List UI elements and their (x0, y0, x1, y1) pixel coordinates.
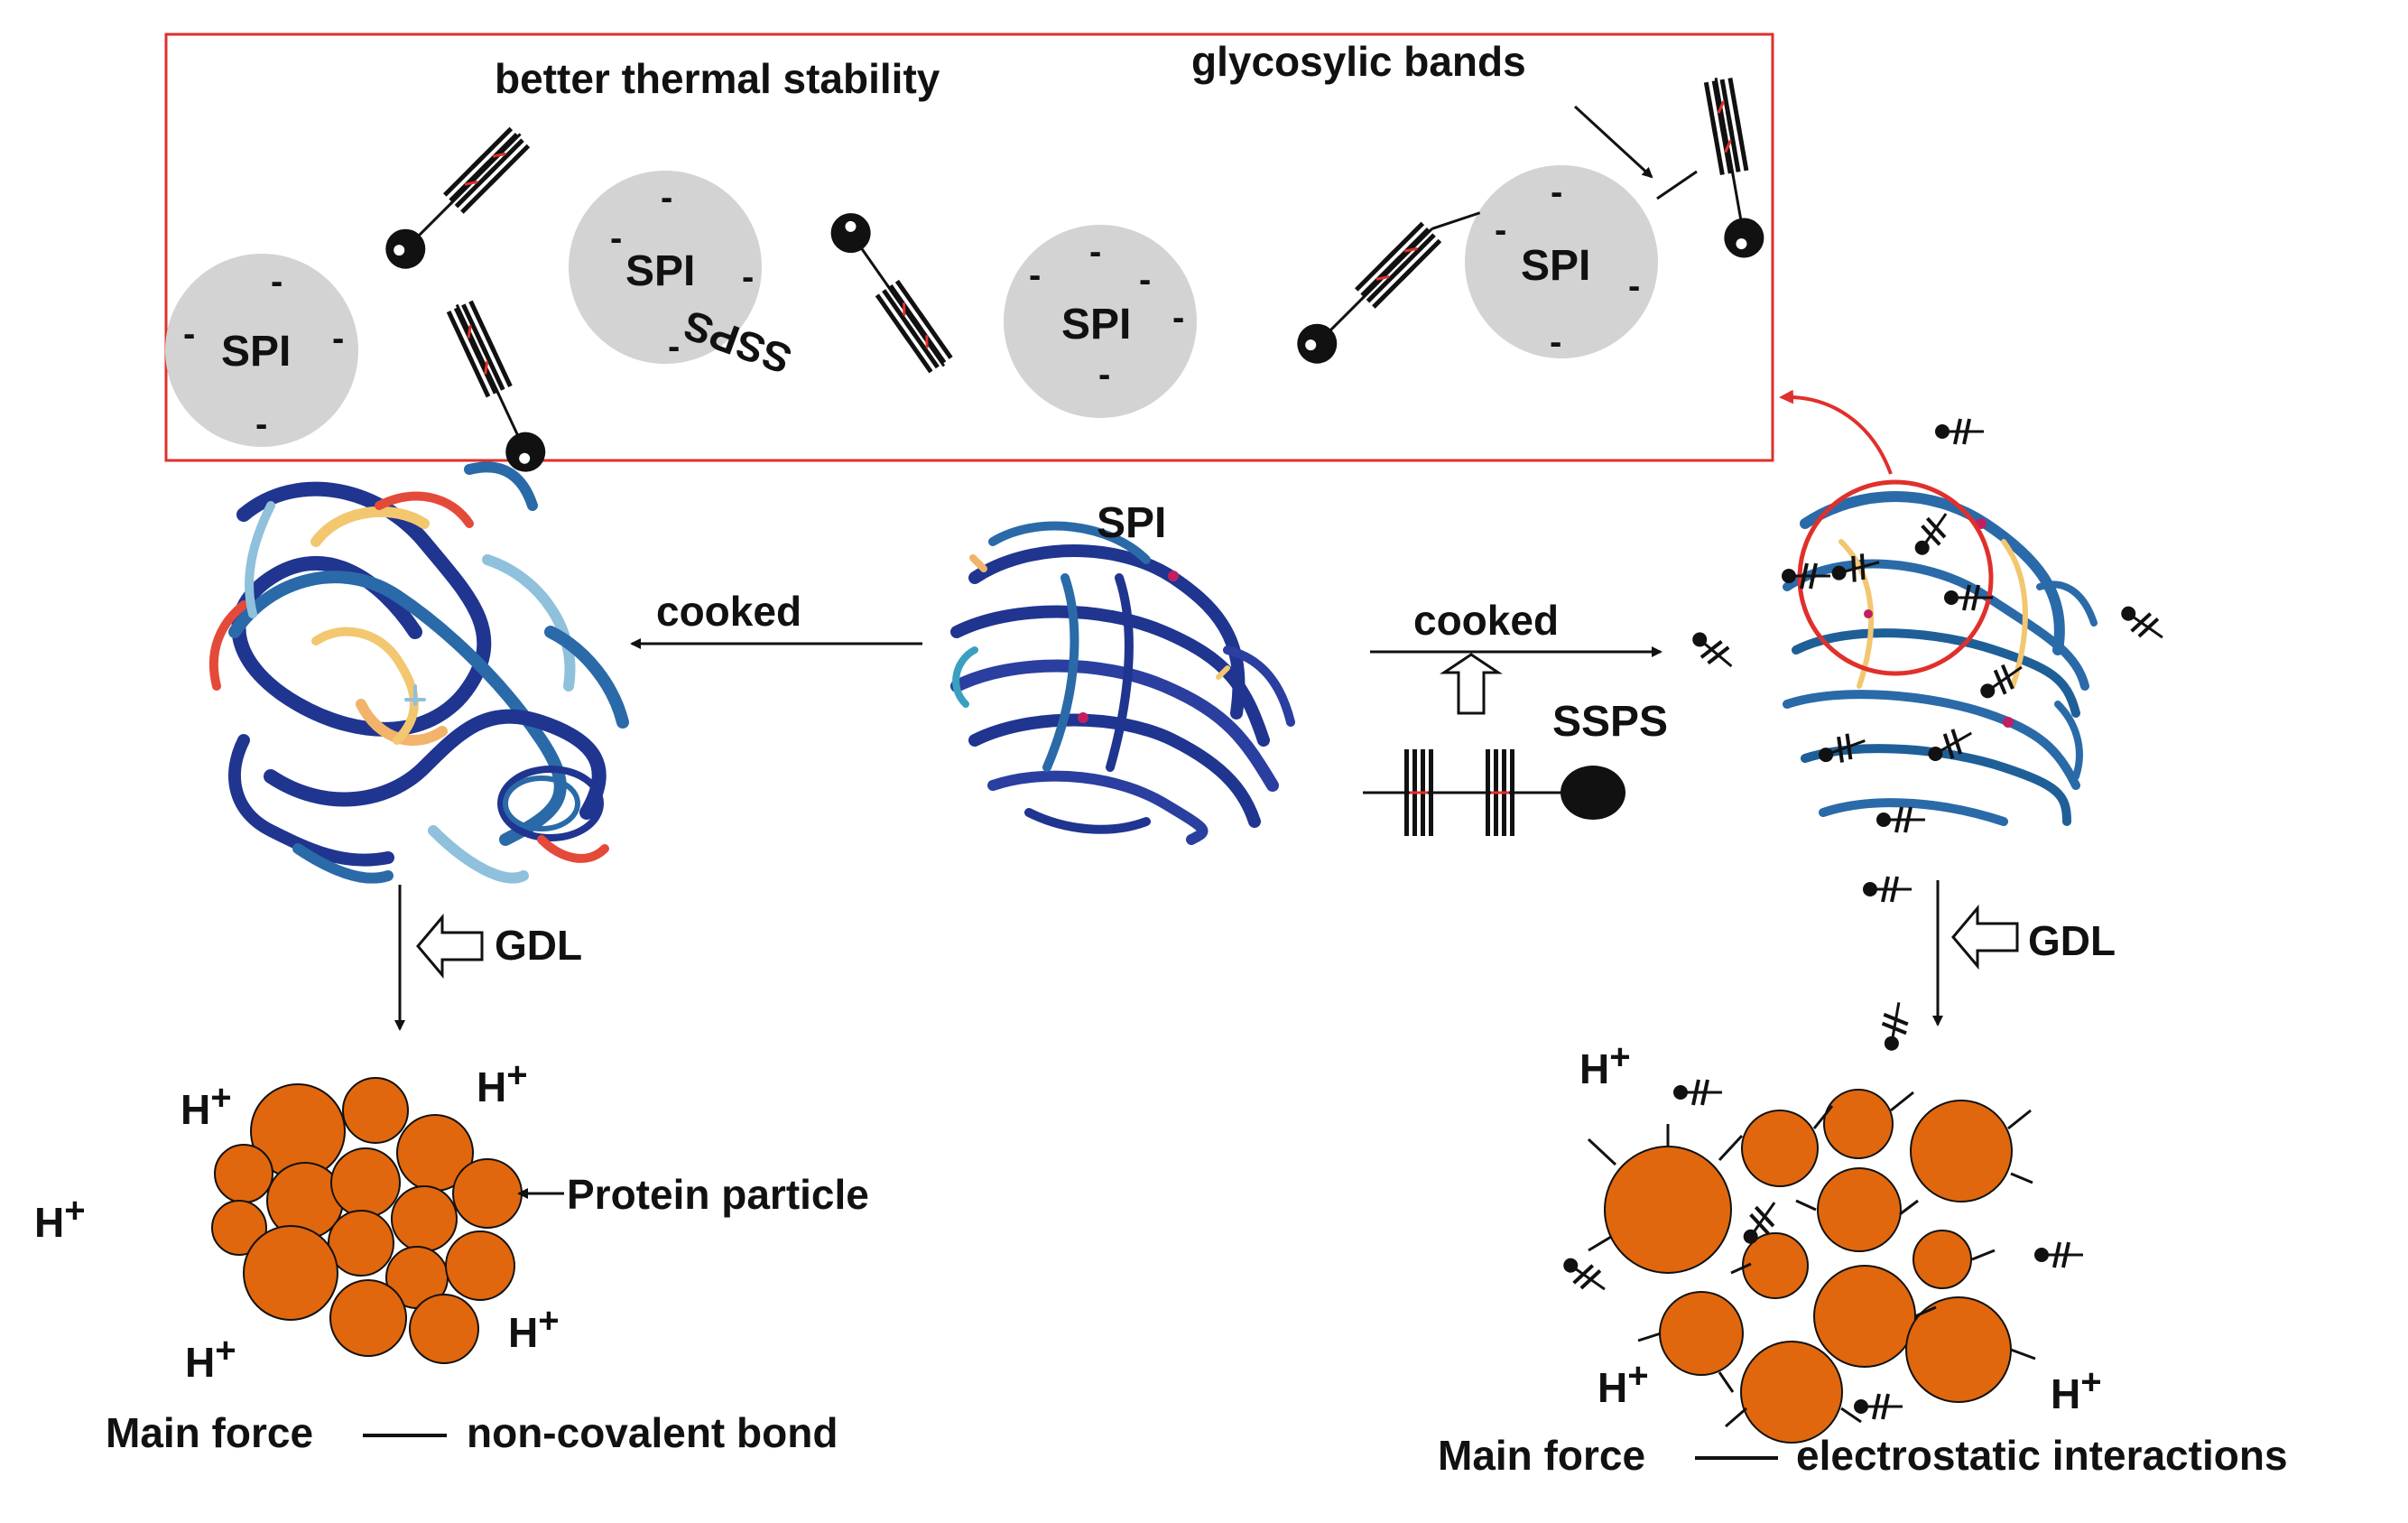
left-force-value: non-covalent bond (467, 1409, 838, 1456)
left-gdl-hollow-arrow (416, 913, 484, 980)
ssps-molecule (1875, 805, 1927, 834)
ssps-chain (1297, 211, 1481, 364)
svg-text:SPI: SPI (221, 328, 291, 376)
ssps-spi-aggregate (1783, 491, 2098, 826)
ssps-molecule (1684, 623, 1742, 678)
cooked-left-label: cooked (656, 588, 801, 635)
right-force-value: electrostatic interactions (1796, 1432, 2288, 1479)
top-panel-frame (164, 33, 1774, 462)
svg-text:-: - (742, 257, 754, 297)
svg-text:H+: H+ (1579, 1037, 1631, 1092)
glycosylic-bands-label: glycosylic bands (1191, 38, 1526, 85)
ssps-molecule (1852, 1392, 1904, 1421)
right-gdl-hollow-arrow (1951, 904, 2019, 970)
protein-particle-label: Protein particle (567, 1171, 869, 1218)
svg-text:H+: H+ (185, 1331, 236, 1386)
cooked-spi-protein (208, 461, 629, 884)
right-proton: H+ (1579, 1037, 1631, 1092)
ssps-molecule (2033, 1240, 2085, 1269)
spi-sphere: SPI - - - - (1465, 165, 1658, 362)
ssps-chain (830, 213, 956, 377)
svg-text:-: - (1029, 255, 1041, 295)
right-proton: H+ (2051, 1362, 2102, 1417)
right-proton: H+ (1598, 1356, 1649, 1411)
right-main-force-label: Main force (1438, 1432, 1645, 1479)
ssps-structure (1363, 749, 1625, 836)
cooked-right-label: cooked (1413, 597, 1559, 644)
ssps-chain (385, 124, 533, 269)
zoom-arrow (1779, 389, 1893, 475)
ssps-chain (444, 296, 546, 472)
ssps-molecule (1861, 875, 1913, 904)
spi-sphere: SPI - - - - (569, 171, 762, 367)
svg-text:-: - (1495, 210, 1506, 250)
left-gdl-label: GDL (495, 922, 582, 969)
svg-text:H+: H+ (477, 1055, 528, 1110)
svg-text:-: - (255, 404, 267, 444)
left-proton: H+ (185, 1331, 236, 1386)
svg-text:-: - (1550, 322, 1561, 362)
svg-text:-: - (1089, 232, 1101, 272)
left-proton: H+ (181, 1078, 232, 1133)
svg-text:-: - (610, 218, 622, 258)
svg-text:-: - (1172, 298, 1184, 338)
svg-text:H+: H+ (508, 1301, 560, 1356)
ssps-molecule (2113, 597, 2172, 650)
zoom-circle (1797, 479, 1994, 676)
svg-text:-: - (1139, 260, 1151, 300)
svg-text:-: - (271, 262, 282, 302)
svg-text:-: - (1098, 355, 1110, 395)
ssps-molecule (1672, 1078, 1724, 1107)
left-proton: H+ (508, 1301, 560, 1356)
left-main-force-label: Main force (106, 1409, 313, 1456)
svg-text:-: - (1628, 266, 1640, 306)
svg-text:-: - (183, 314, 195, 354)
thermal-stability-label: better thermal stability (495, 55, 940, 102)
ssps-molecule (1933, 417, 1986, 446)
svg-text:H+: H+ (34, 1191, 86, 1246)
protein-particle-cluster (211, 1077, 523, 1364)
svg-text:H+: H+ (181, 1078, 232, 1133)
ssps-input-hollow-arrow (1440, 653, 1503, 715)
svg-text:-: - (1551, 172, 1562, 212)
ssps-molecule (1555, 1249, 1614, 1302)
ssps-chain (1701, 73, 1764, 258)
network-spikes (1587, 1091, 2036, 1428)
ssps-molecule (1905, 505, 1959, 563)
svg-text:SPI: SPI (625, 247, 695, 295)
right-gdl-label: GDL (2028, 917, 2116, 964)
native-spi-label: SPI (1097, 499, 1166, 547)
spi-sphere: SPI - - - - (165, 254, 358, 447)
ssps-spi-link (1656, 170, 1698, 200)
svg-text:SPI: SPI (1521, 242, 1590, 290)
ssps-spi-gel-network (1604, 1089, 2013, 1444)
svg-text:H+: H+ (1598, 1356, 1649, 1411)
left-proton: H+ (34, 1191, 86, 1246)
glycosylic-bands-pointer (1573, 105, 1653, 179)
spi-sphere: SPI - - - - - (1004, 225, 1197, 418)
ssps-molecule (1875, 998, 1913, 1055)
svg-text:-: - (661, 178, 672, 218)
svg-text:SPI: SPI (1061, 301, 1131, 348)
svg-text:-: - (668, 327, 680, 367)
native-spi-protein (950, 521, 1295, 845)
left-proton: H+ (477, 1055, 528, 1110)
ssps-label: SSPS (1552, 698, 1668, 746)
svg-text:H+: H+ (2051, 1362, 2102, 1417)
svg-text:-: - (332, 319, 344, 358)
